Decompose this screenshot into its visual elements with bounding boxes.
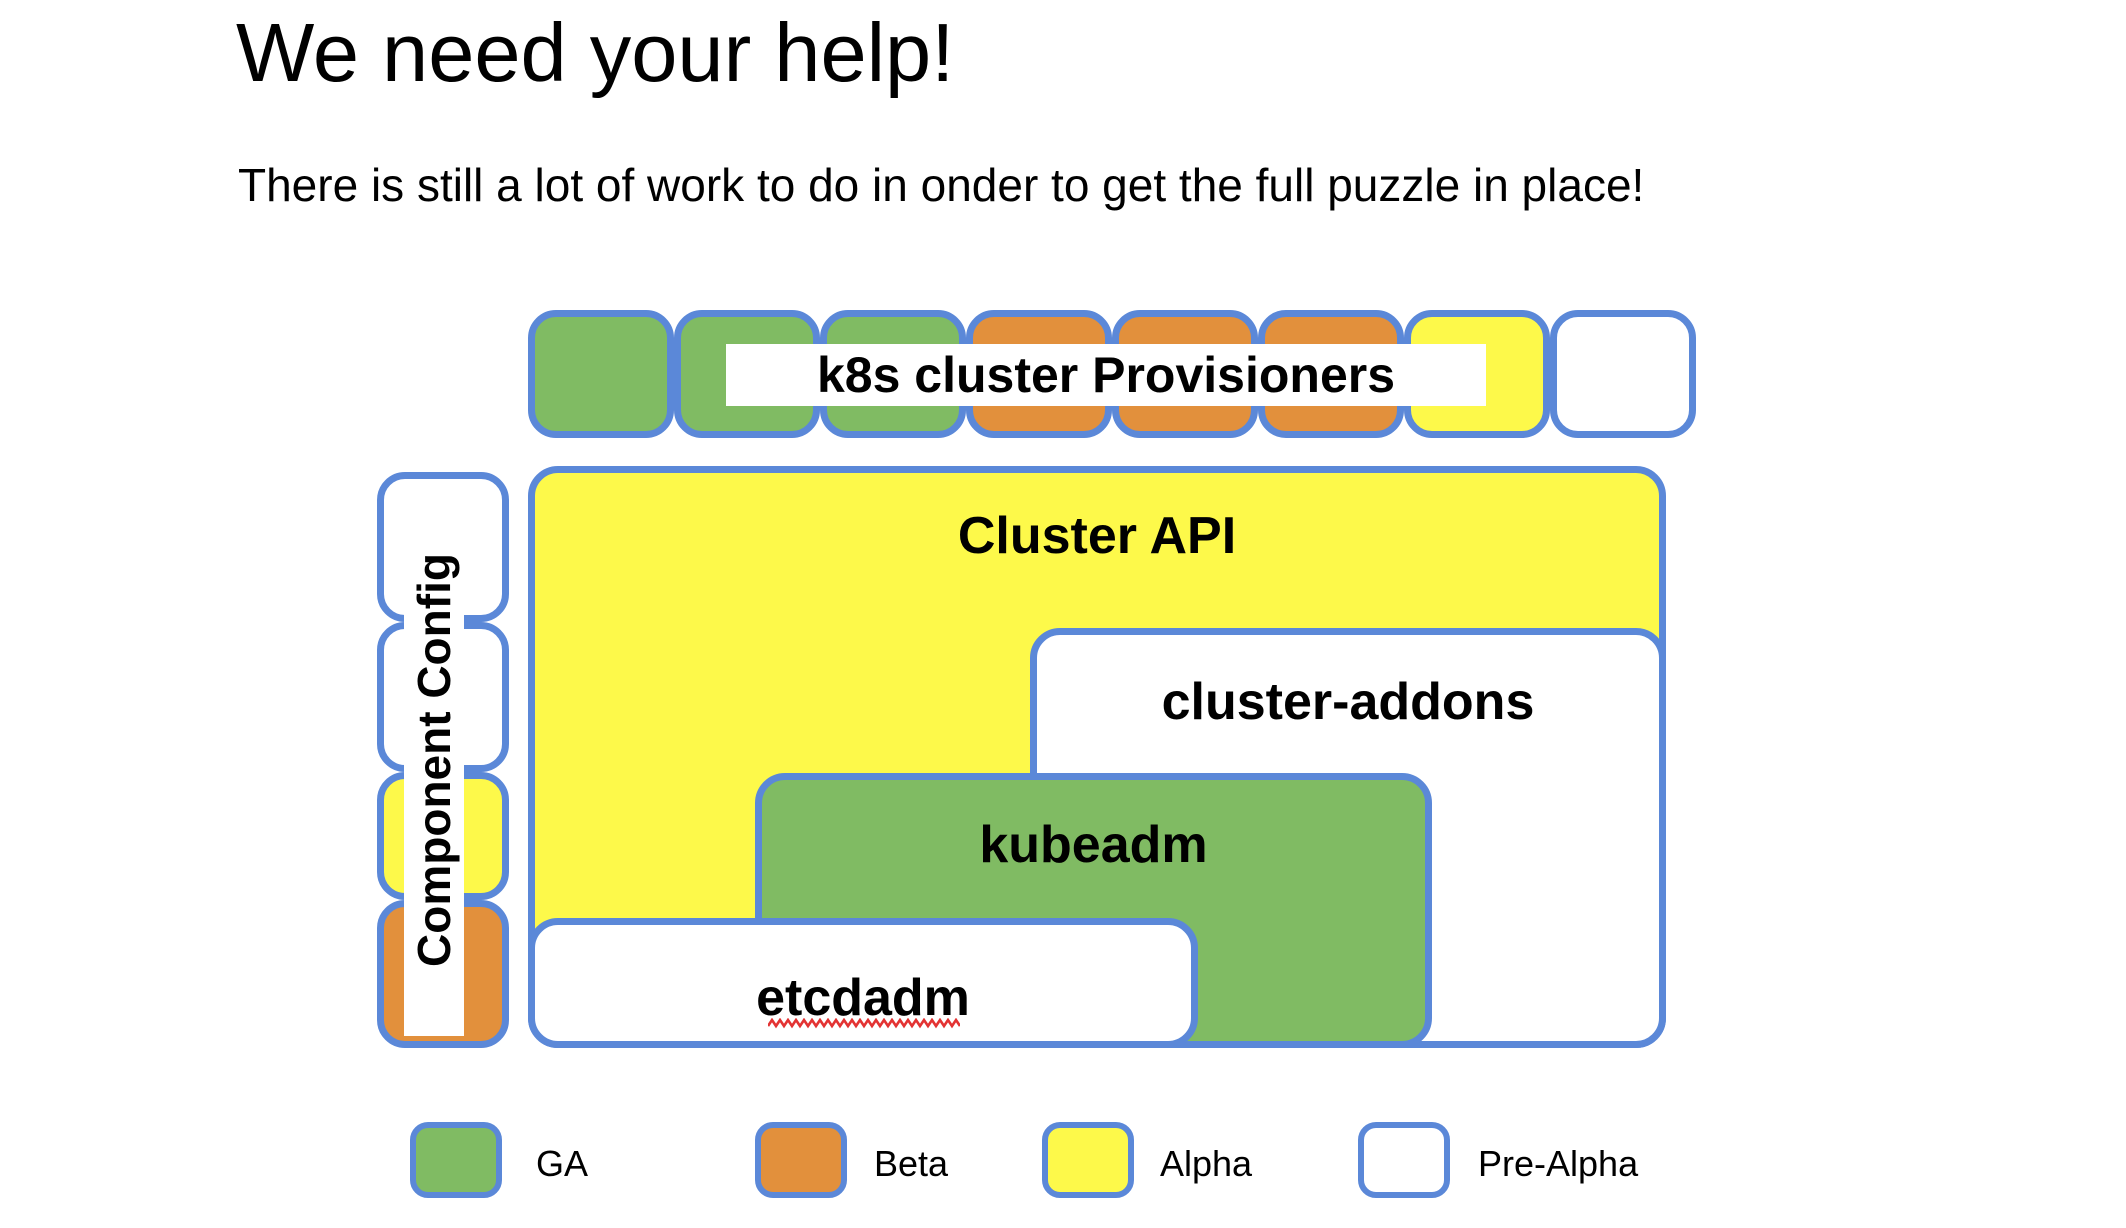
box-etcdadm-label: etcdadm: [756, 969, 970, 1027]
provisioners-label: k8s cluster Provisioners: [726, 344, 1486, 406]
box-cluster-addons-label: cluster-addons: [1161, 673, 1535, 731]
box-etcdadm[interactable]: [528, 918, 1198, 1048]
legend-swatch-prealpha: [1358, 1122, 1450, 1198]
box-kubeadm-label: kubeadm: [979, 816, 1208, 874]
slide-title: We need your help!: [236, 6, 955, 99]
legend-swatch-beta: [755, 1122, 847, 1198]
component-config-label-band: Component Config: [404, 484, 464, 1036]
slide-subtitle: There is still a lot of work to do in on…: [238, 159, 1645, 211]
box-cluster-api-label: Cluster API: [957, 507, 1237, 565]
provisioner-tile-8[interactable]: [1550, 310, 1696, 438]
legend-label-beta: Beta: [874, 1143, 949, 1184]
component-config-label: Component Config: [408, 553, 461, 967]
legend-swatch-ga: [410, 1122, 502, 1198]
legend-label-alpha: Alpha: [1160, 1143, 1253, 1184]
legend-label-ga: GA: [536, 1143, 589, 1184]
legend-label-prealpha: Pre-Alpha: [1478, 1143, 1639, 1184]
legend-swatch-alpha: [1042, 1122, 1134, 1198]
provisioner-tile-1[interactable]: [528, 310, 674, 438]
